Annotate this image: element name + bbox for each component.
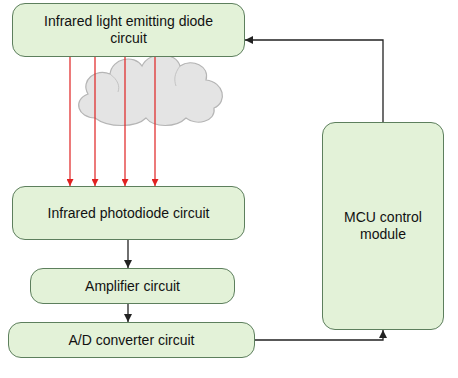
infrared-beam-arrow	[94, 57, 95, 186]
process-box: Amplifier circuit	[30, 268, 235, 304]
signal-arrow	[245, 40, 383, 122]
signal-arrow	[255, 330, 383, 340]
infrared-beam-arrow	[69, 57, 70, 186]
signal-arrow	[127, 240, 128, 268]
infrared-beam-arrow	[124, 57, 125, 186]
cloud-shape	[79, 55, 223, 126]
control-module-box: MCU control module	[322, 122, 444, 330]
infrared-beam-arrow	[154, 57, 155, 186]
process-box: Infrared light emitting diode circuit	[12, 3, 245, 57]
box-label: Infrared light emitting diode circuit	[35, 9, 222, 51]
box-label: A/D converter circuit	[62, 328, 200, 353]
signal-arrow	[127, 304, 128, 322]
process-box: Infrared photodiode circuit	[12, 186, 245, 240]
cloud-highlight	[110, 66, 180, 92]
box-label: MCU control module	[327, 205, 439, 247]
box-label: Infrared photodiode circuit	[42, 201, 216, 226]
process-box: A/D converter circuit	[8, 322, 255, 358]
box-label: Amplifier circuit	[79, 274, 186, 299]
